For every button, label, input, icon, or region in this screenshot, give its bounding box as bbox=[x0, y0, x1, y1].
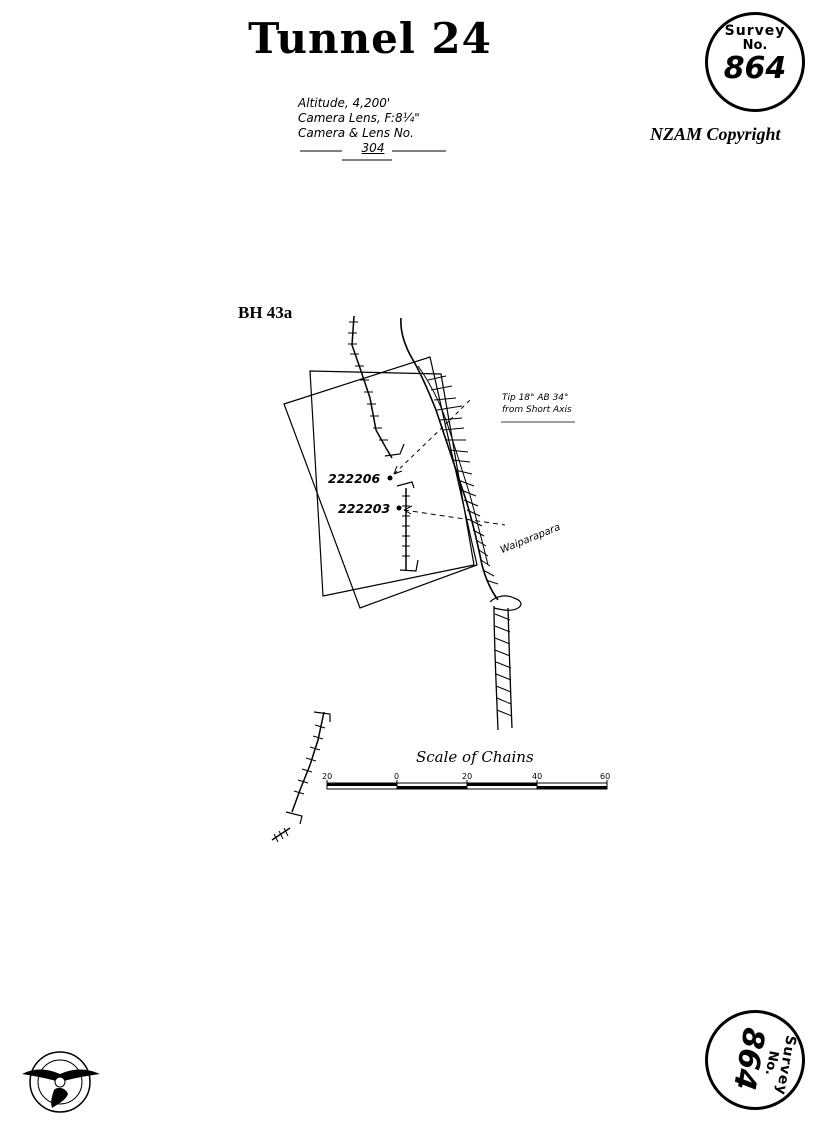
nz-aerial-mapping-logo bbox=[14, 1038, 106, 1118]
stamp-number: 864 bbox=[723, 51, 787, 86]
scale-title: Scale of Chains bbox=[416, 748, 534, 766]
stamp-no-label: No. bbox=[742, 38, 768, 53]
river-channel-lower bbox=[493, 605, 513, 731]
scale-tick-label: 60 bbox=[600, 772, 611, 781]
photo-label-222203: 222203 bbox=[338, 501, 391, 516]
camera-lens-text: Camera Lens, F:8¼" bbox=[298, 111, 420, 125]
photo-frame-222206 bbox=[309, 370, 475, 597]
tramway-upper bbox=[351, 315, 393, 459]
camera-number: 304 bbox=[361, 141, 385, 155]
photo-point-222206 bbox=[387, 475, 393, 481]
scale-tick-label: 20 bbox=[322, 772, 333, 781]
site-label: BH 43a bbox=[238, 303, 293, 322]
scale-tick-label: 0 bbox=[394, 772, 400, 781]
flight-details: Altitude, 4,200' Camera Lens, F:8¼" Came… bbox=[298, 96, 458, 156]
camera-lens-no-text: Camera & Lens No. bbox=[298, 126, 414, 140]
photo-frame-222203 bbox=[283, 356, 478, 609]
photo-label-222206: 222206 bbox=[328, 471, 381, 486]
river-bank bbox=[400, 317, 499, 601]
tip-note: Tip 18° AB 34° from Short Axis bbox=[502, 392, 572, 416]
scale-tick-label: 20 bbox=[462, 772, 473, 781]
map-title: Tunnel 24 bbox=[248, 14, 492, 63]
photo-point-222203 bbox=[396, 505, 402, 511]
altitude-text: Altitude, 4,200' bbox=[298, 96, 391, 110]
scale-tick-label: 40 bbox=[532, 772, 543, 781]
camera-number-row: 304 bbox=[298, 141, 448, 156]
copyright-notice: NZAM Copyright bbox=[650, 124, 781, 144]
stamp-survey-label: Survey bbox=[724, 23, 786, 39]
scale-bar bbox=[326, 780, 608, 790]
tip-note-line2: from Short Axis bbox=[502, 405, 572, 415]
tip-note-line1: Tip 18° AB 34° bbox=[502, 393, 569, 403]
logo-emblem-icon bbox=[22, 1051, 100, 1113]
survey-stamp-top: Survey No. 864 bbox=[705, 12, 805, 112]
tramway-lower-left bbox=[291, 711, 325, 813]
